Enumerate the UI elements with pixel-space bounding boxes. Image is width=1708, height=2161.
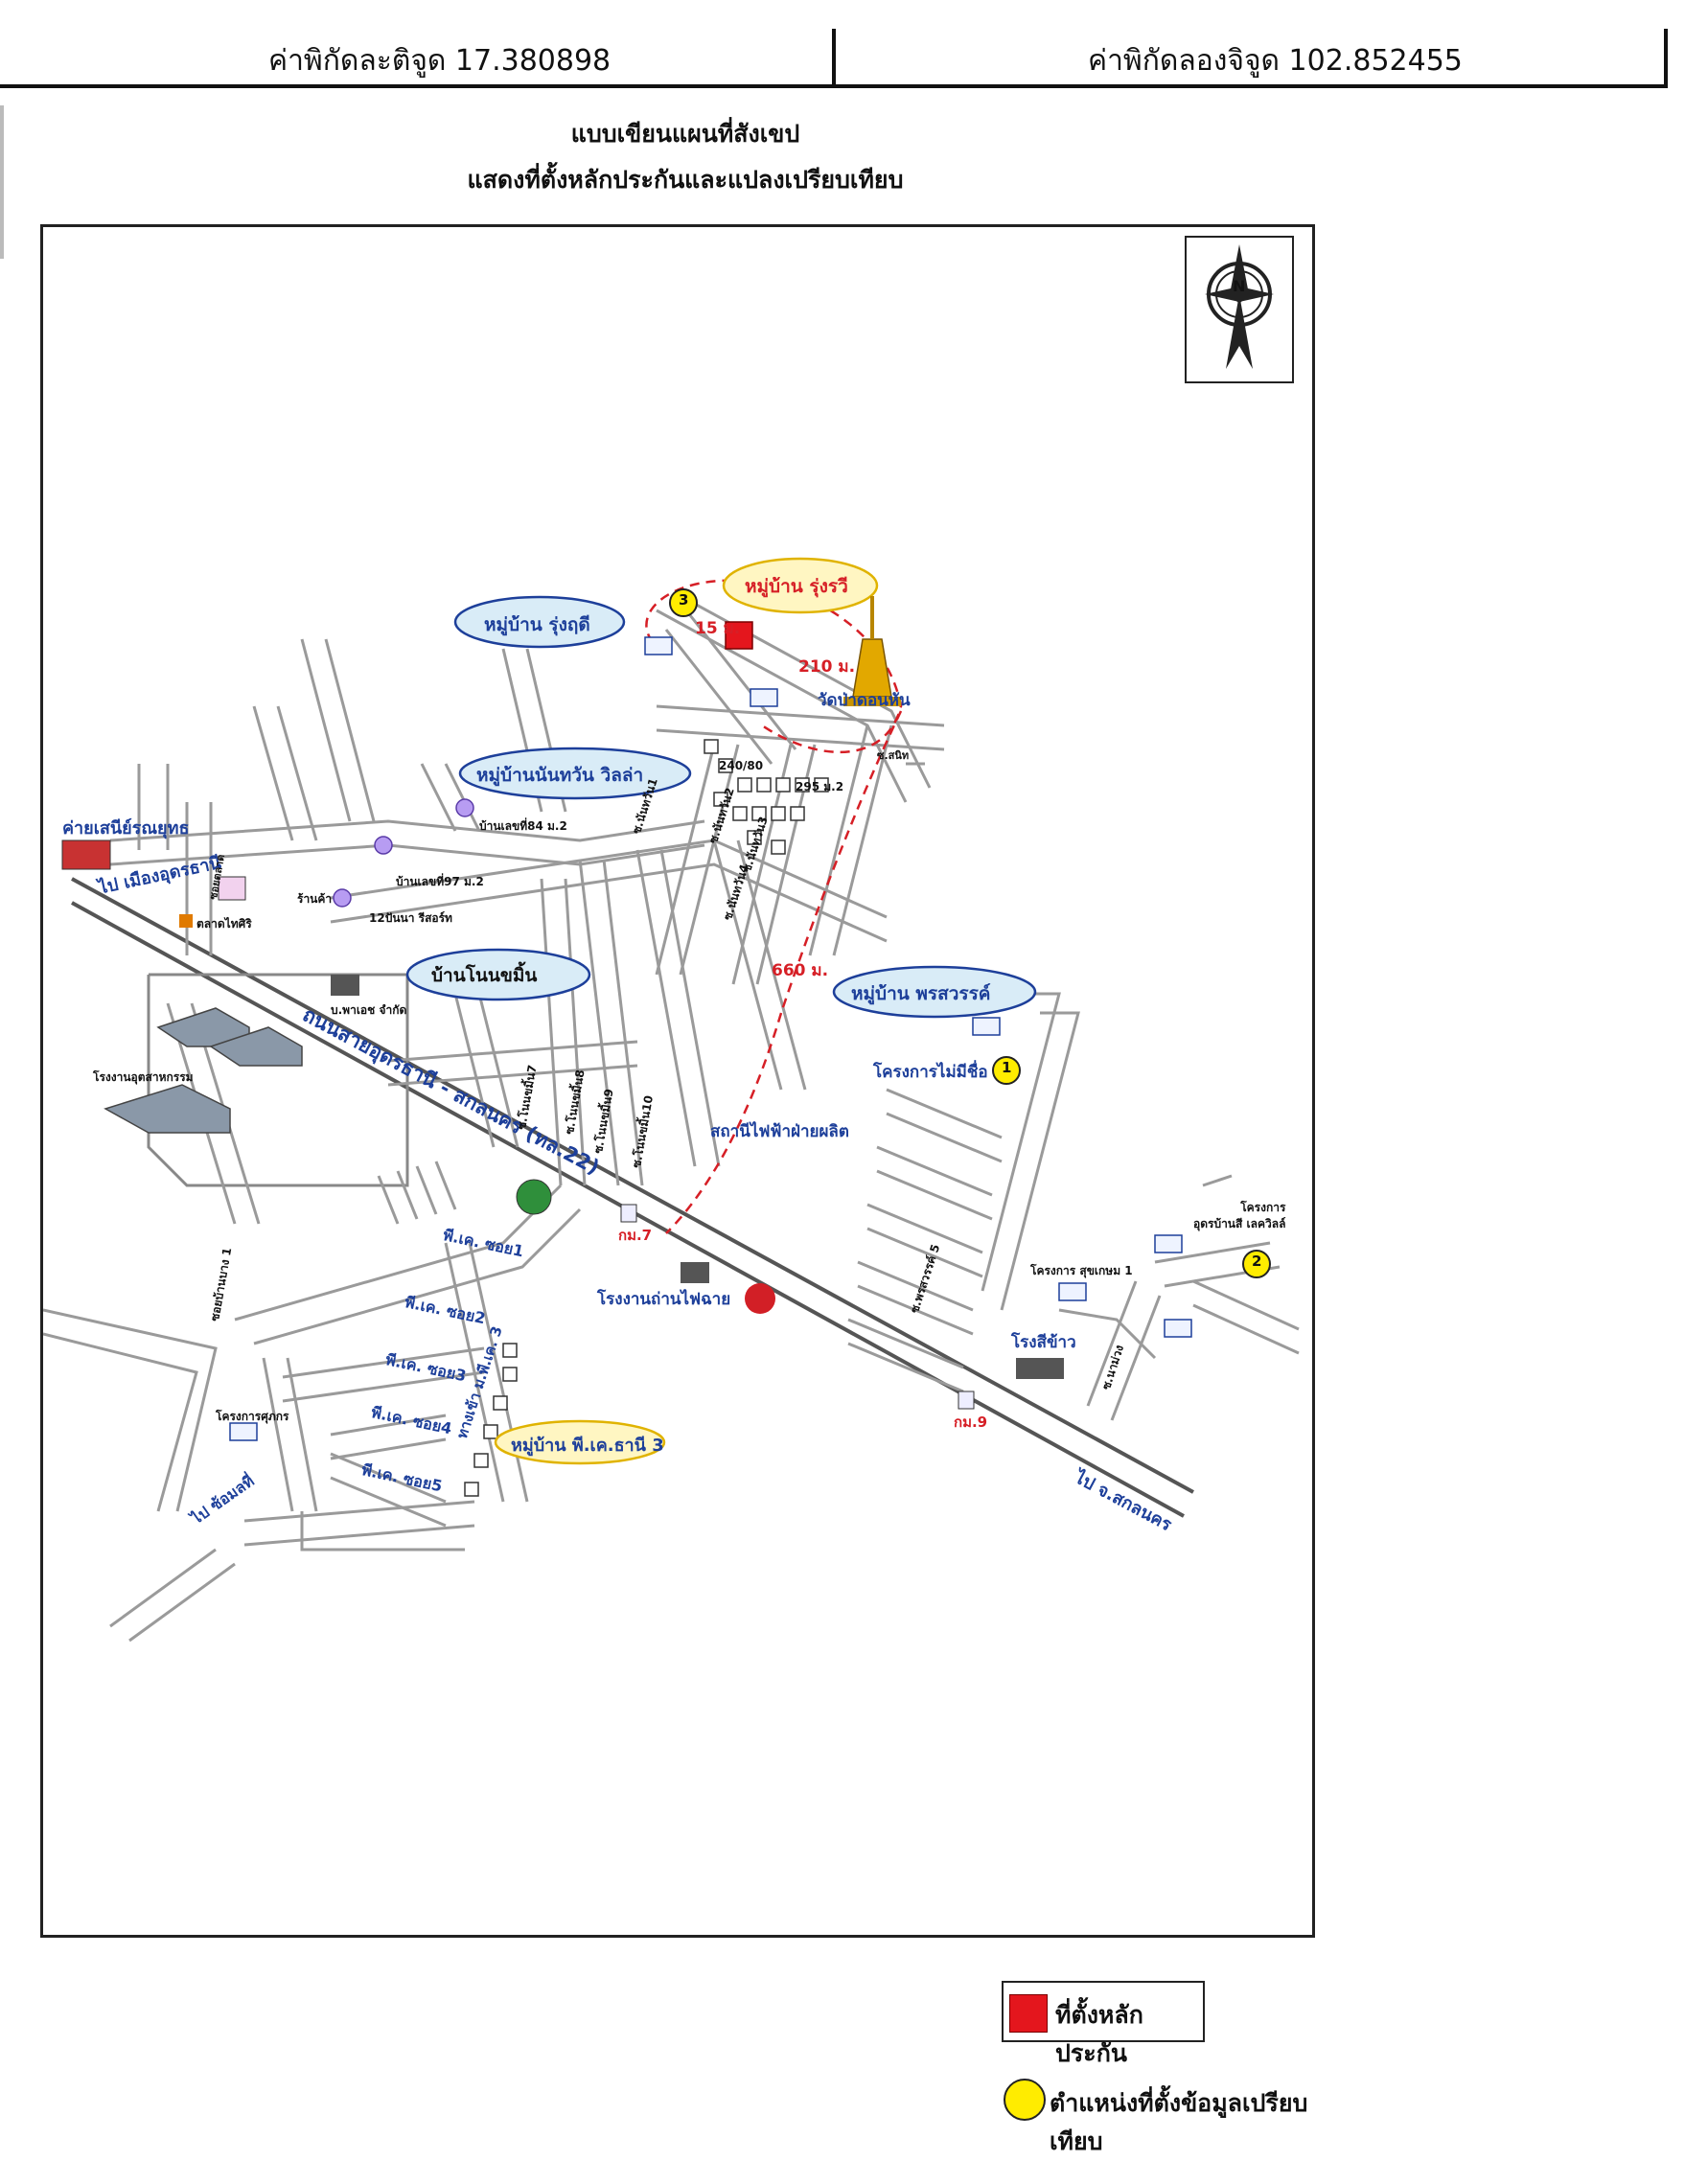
comparison-circles [669,588,1271,1278]
village-ellipses [405,595,1037,1019]
house97-label: บ้านเลขที่97 ม.2 [396,875,484,888]
building-icons [61,839,1064,1410]
map-title: แบบเขียนแผนที่สังเขป [570,120,800,148]
marker-1-label: 1 [1002,1059,1012,1076]
latitude-label: ค่าพิกัดละติจูด 17.380898 [268,44,612,78]
map-frame: N 1 2 3 หมู่บ้าน รุ่งฤดี หมู่บ้าน รุ่งรว… [40,224,1315,2155]
project-suk-label: โครงการ สุขเกษม 1 [1030,1264,1133,1277]
scan-edge [0,105,4,259]
village-rungrudee: หมู่บ้าน รุ่งฤดี [484,614,590,635]
legend-comparison-swatch [1004,2079,1046,2121]
factory-label: โรงงานอุตสาหกรรม [93,1070,194,1084]
camp-label: ค่ายเสนีย์รณยุทธ [62,818,190,839]
rice-mill-label: โรงสีข้าว [1011,1333,1076,1352]
temple-icon [843,596,901,706]
distance-210m: 210 ม. [798,657,856,677]
project-noname-label: โครงการไม่มีชื่อ [873,1063,988,1082]
sanit-label: ซ.สนิท [877,749,910,762]
village-pornsawan: หมู่บ้าน พรสวรรค์ [851,983,991,1004]
compass-icon [1185,236,1294,383]
factory-roofs-icon [104,1007,303,1134]
pkthani-ellipse [494,1419,666,1465]
substation-label: สถานีไฟฟ้าฝ่ายผลิต [710,1122,849,1141]
legend-comparison-label: ตำแหน่งที่ตั้งข้อมูลเปรียบเทียบ [1050,2089,1308,2155]
market-label: ตลาดไทศิริ [196,917,252,931]
map-subtitle: แสดงที่ตั้งหลักประกันและแปลงเปรียบเทียบ [467,166,904,194]
rungrawee-ellipse [722,557,879,614]
map-canvas [43,236,1300,1643]
header-divider [832,29,836,88]
collateral-marker [725,621,753,650]
header-right-edge [1664,29,1668,88]
marker-2-label: 2 [1252,1253,1262,1270]
shop-label: ร้านค้า [297,892,333,906]
km9-label: กม.9 [954,1414,988,1431]
parcel-squares [464,739,829,1497]
pinna-label: 12ปันนา รีสอร์ท [369,911,452,925]
village-nonsamin: บ้านโนนขมิ้น [431,965,538,986]
hexagon-markers [333,798,474,908]
project-sukkorn-label: โครงการศุภกร [216,1410,289,1423]
km7-label: กม.7 [618,1227,653,1244]
house240-label: 240/80 [719,759,764,772]
legend-collateral: ที่ตั้งหลักประกัน [1002,1981,1205,2067]
village-rungrawee: หมู่บ้าน รุ่งรวี [745,576,848,597]
village-nanthawan: หมู่บ้านนันทวัน วิลล่า [476,765,644,786]
project-udon-label: โครงการ อุดรบ้านสี เลควิลล์ [1193,1201,1286,1230]
marker-3-label: 3 [679,591,689,609]
route-lines [645,579,903,1234]
legend-collateral-label: ที่ตั้งหลักประกัน [1055,2001,1143,2067]
temple-label: วัดป่าดอนหัน [818,691,911,710]
coordinate-bar: ค่าพิกัดละติจูด 17.380898 ค่าพิกัดลองจิจ… [0,0,1668,88]
charcoal-factory-label: โรงงานถ่านไฟฉาย [597,1290,731,1309]
legend-collateral-swatch [1009,1994,1048,2033]
longitude-label: ค่าพิกัดลองจิจูด 102.852455 [1088,44,1463,78]
house-icons [229,636,1192,1441]
house295-label: 295 ม.2 [796,780,844,793]
distance-660m: 660 ม. [772,961,829,980]
distance-15m: 15 ม. [695,619,741,638]
village-pkthani3: หมู่บ้าน พี.เค.ธานี 3 [511,1436,664,1456]
compass-letter: N [1233,277,1246,295]
pa-aec-label: บ.พาเอช จำกัด [331,1003,407,1017]
house84-label: บ้านเลขที่84 ม.2 [479,819,567,833]
